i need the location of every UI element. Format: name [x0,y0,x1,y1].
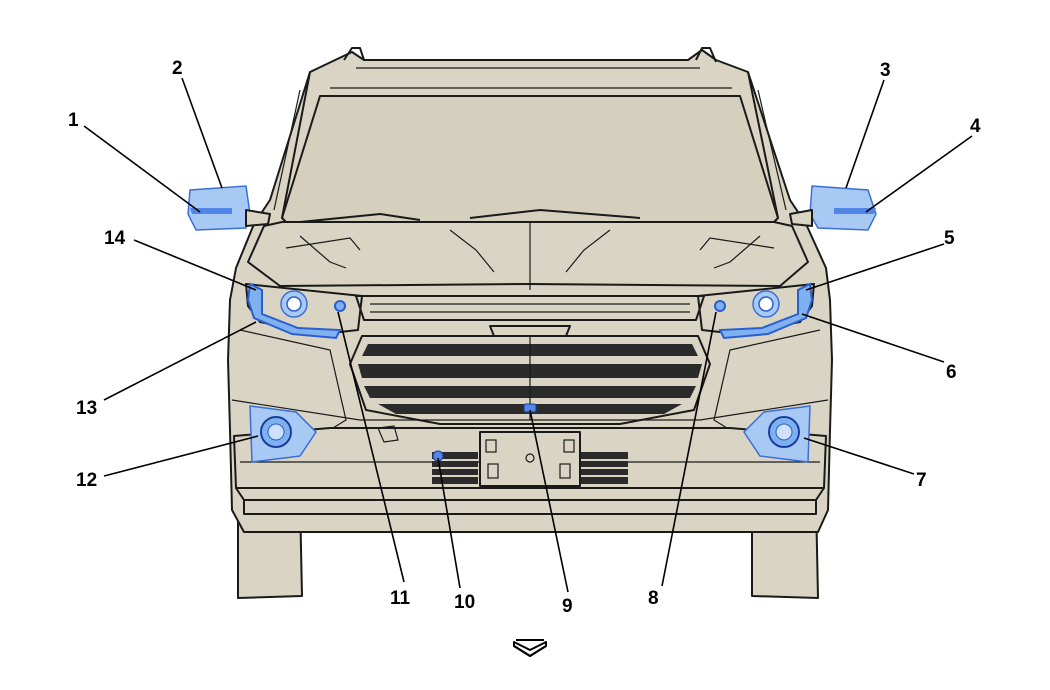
highlighted-components [187,185,877,463]
callout-5: 5 [944,228,955,249]
right-headlamp-strip [718,282,814,340]
leader-lines [83,77,973,593]
upper-grille-bar [355,295,705,321]
callout-4: 4 [970,116,981,137]
callout-8: 8 [648,588,659,609]
callout-14: 14 [104,228,126,249]
left-turn-signal [334,300,346,312]
callout-3: 3 [880,60,891,81]
right-turn-signal [714,300,726,312]
callout-2: 2 [172,58,183,79]
left-headlamp-strip [246,282,342,340]
callout-12: 12 [76,470,97,491]
callout-10: 10 [454,592,475,613]
callout-11: 11 [390,588,411,609]
left-roof-rail [343,47,365,61]
callout-1: 1 [68,110,79,131]
brand-emblem [489,325,571,337]
windshield [281,95,779,223]
wipers [299,209,641,223]
callout-labels: 1 2 3 4 5 6 7 8 9 10 11 12 13 14 [68,58,981,617]
right-roof-rail [695,47,717,63]
forward-arrow-icon [513,639,547,658]
license-plate-bracket [479,431,581,487]
hood [247,221,809,287]
callout-6: 6 [946,362,957,383]
vehicle-body [227,47,833,599]
callout-13: 13 [76,398,97,419]
callout-9: 9 [562,596,573,617]
callout-7: 7 [916,470,927,491]
